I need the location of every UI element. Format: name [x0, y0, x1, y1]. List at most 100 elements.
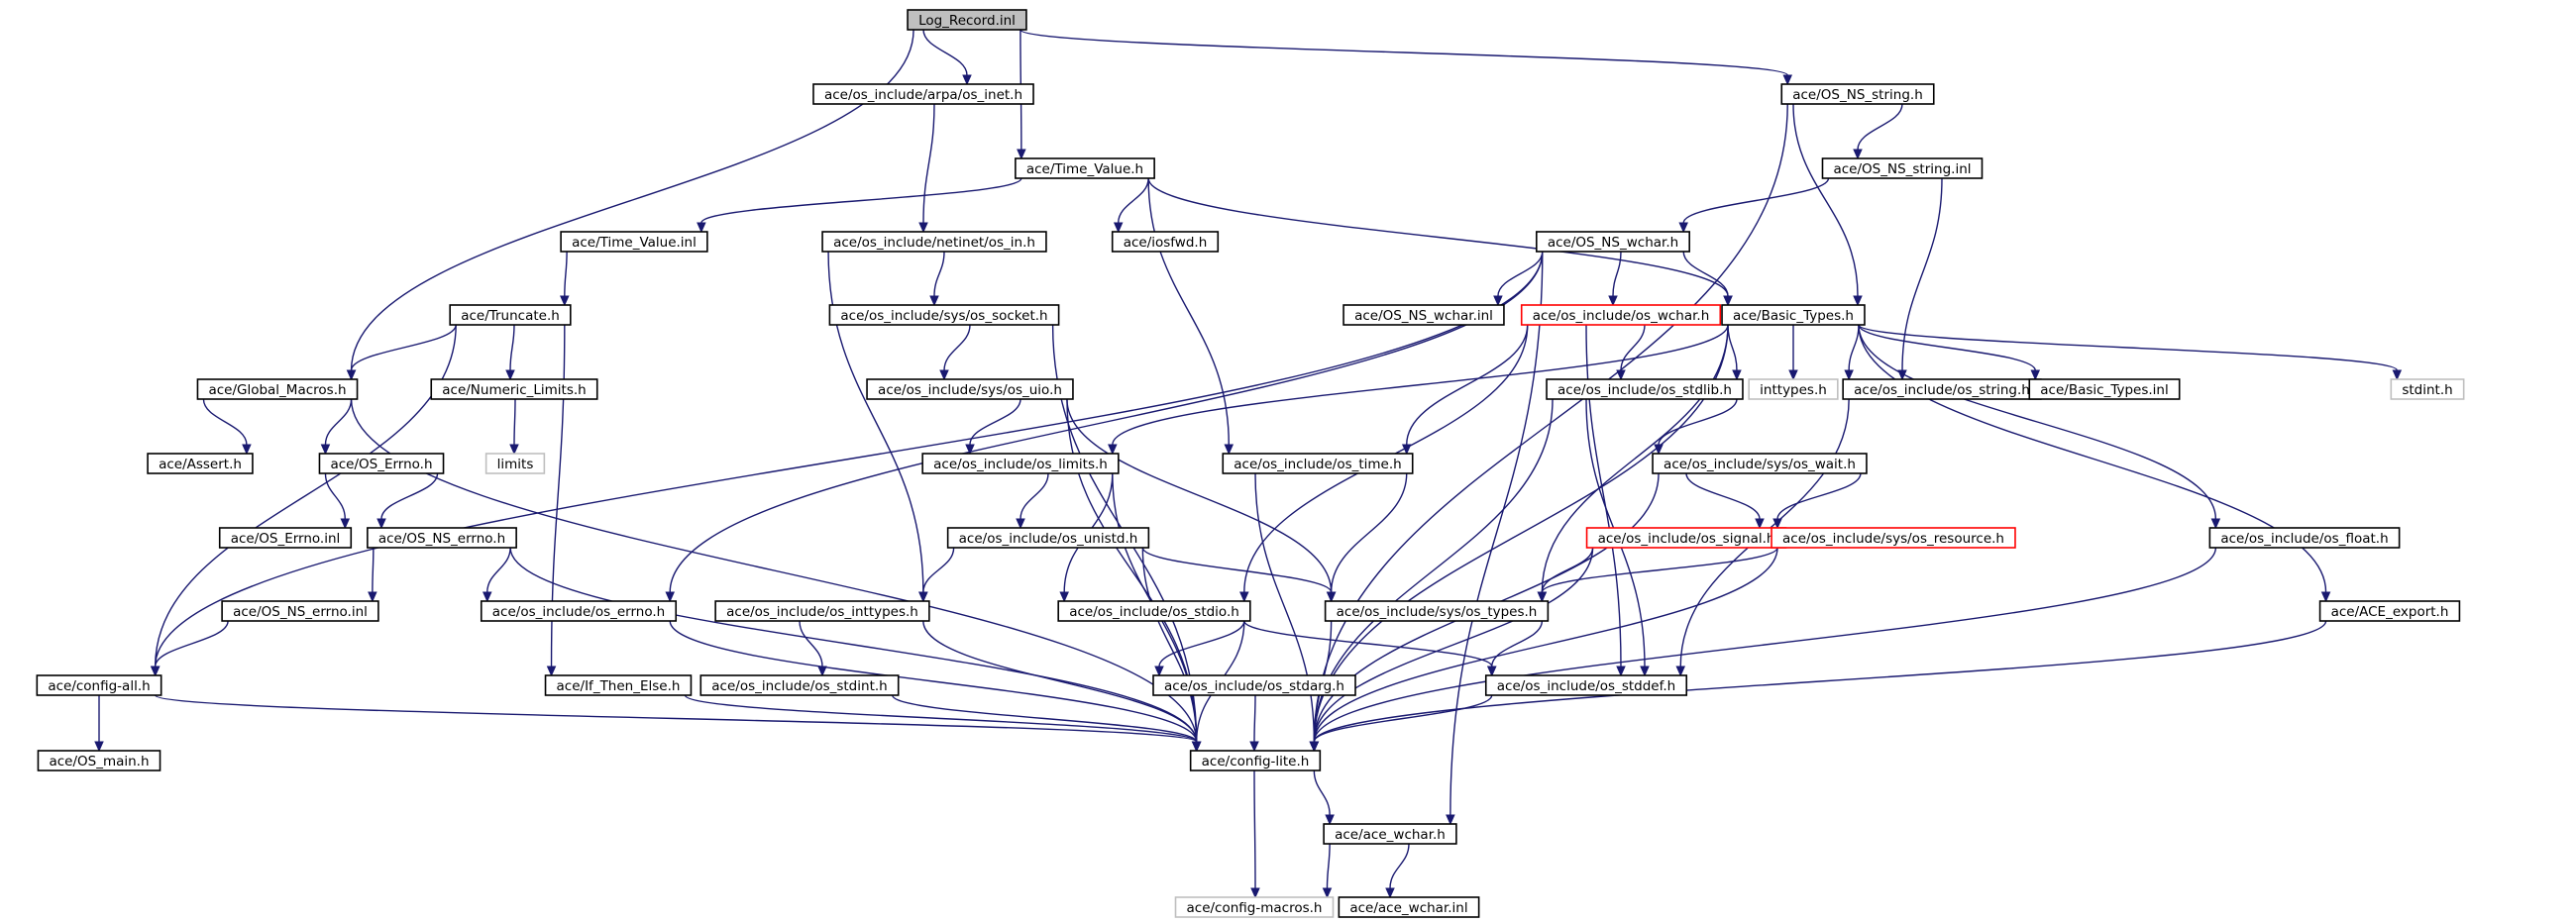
- node-label: ace/config-macros.h: [1187, 900, 1323, 916]
- edge: [1118, 177, 1149, 224]
- node-label: ace/Basic_Types.h: [1733, 308, 1854, 324]
- node-osstdarg[interactable]: ace/os_include/os_stdarg.h: [1152, 674, 1356, 696]
- edge: [350, 324, 457, 371]
- edge-arrowhead: [2392, 369, 2403, 381]
- node-label: ace/ace_wchar.h: [1335, 827, 1446, 843]
- node-numlimits[interactable]: ace/Numeric_Limits.h: [430, 378, 598, 400]
- node-truncate[interactable]: ace/Truncate.h: [449, 304, 572, 326]
- edge: [1254, 472, 1316, 743]
- node-iosfwd[interactable]: ace/iosfwd.h: [1111, 231, 1220, 253]
- node-basictypesinl[interactable]: ace/Basic_Types.inl: [2028, 378, 2181, 400]
- node-assert[interactable]: ace/Assert.h: [147, 453, 254, 474]
- node-box: [1152, 674, 1356, 696]
- node-aceexport[interactable]: ace/ACE_export.h: [2318, 600, 2461, 622]
- edge: [1141, 547, 1198, 743]
- node-box: [480, 600, 678, 622]
- edge: [700, 177, 1022, 224]
- node-limits[interactable]: limits: [484, 453, 546, 474]
- edge: [1313, 620, 2327, 743]
- node-syssocket[interactable]: ace/os_include/sys/os_socket.h: [828, 304, 1060, 326]
- node-configmacros[interactable]: ace/config-macros.h: [1174, 896, 1335, 918]
- node-box: [1546, 378, 1744, 400]
- edge: [202, 398, 248, 446]
- node-label: ace/OS_main.h: [49, 754, 149, 770]
- node-inttypes[interactable]: inttypes.h: [1748, 378, 1839, 400]
- node-ostime[interactable]: ace/os_include/os_time.h: [1222, 453, 1414, 474]
- node-label: ace/os_include/sys/os_types.h: [1337, 604, 1538, 620]
- node-timevalueinl[interactable]: ace/Time_Value.inl: [560, 231, 708, 253]
- node-osinttypes[interactable]: ace/os_include/os_inttypes.h: [714, 600, 930, 622]
- node-osunistd[interactable]: ace/os_include/os_unistd.h: [946, 527, 1150, 549]
- node-netin[interactable]: ace/os_include/netinet/os_in.h: [821, 231, 1047, 253]
- node-label: ace/os_include/os_string.h: [1854, 382, 2030, 398]
- node-label: ace/Truncate.h: [461, 308, 560, 324]
- node-nswchar[interactable]: ace/OS_NS_wchar.h: [1536, 231, 1690, 253]
- node-box: [1342, 304, 1505, 326]
- node-osmain[interactable]: ace/OS_main.h: [37, 750, 161, 771]
- edge-arrowhead: [150, 666, 161, 677]
- node-nsstring[interactable]: ace/OS_NS_string.h: [1780, 83, 1935, 105]
- node-label: ace/os_include/os_stdlib.h: [1557, 382, 1732, 398]
- node-box: [1652, 453, 1868, 474]
- node-arpa[interactable]: ace/os_include/arpa/os_inet.h: [812, 83, 1034, 105]
- node-label: ace/os_include/arpa/os_inet.h: [824, 87, 1022, 103]
- node-box: [1222, 453, 1414, 474]
- edge-arrowhead: [2030, 369, 2041, 381]
- node-osstring[interactable]: ace/os_include/os_string.h: [1842, 378, 2042, 400]
- node-oslimits[interactable]: ace/os_include/os_limits.h: [921, 453, 1120, 474]
- node-osstdint[interactable]: ace/os_include/os_stdint.h: [699, 674, 900, 696]
- edge-arrowhead: [1191, 741, 1202, 753]
- edge-arrowhead: [1446, 814, 1455, 826]
- node-oswchar[interactable]: ace/os_include/os_wchar.h: [1520, 304, 1722, 326]
- edge-arrowhead: [509, 444, 519, 456]
- node-osfloat[interactable]: ace/os_include/os_float.h: [2208, 527, 2401, 549]
- node-sysuio[interactable]: ace/os_include/sys/os_uio.h: [866, 378, 1074, 400]
- edge-arrowhead: [1017, 149, 1026, 160]
- node-oserrnoinl[interactable]: ace/OS_Errno.inl: [218, 527, 353, 549]
- node-globalmacros[interactable]: ace/Global_Macros.h: [196, 378, 359, 400]
- node-stdint[interactable]: stdint.h: [2390, 378, 2465, 400]
- node-box: [318, 453, 445, 474]
- node-oserrno[interactable]: ace/OS_Errno.h: [318, 453, 445, 474]
- node-label: limits: [497, 457, 534, 472]
- edge: [943, 324, 971, 371]
- edge: [1541, 547, 1594, 593]
- edge-arrowhead: [1493, 295, 1503, 307]
- edge: [1406, 324, 1529, 446]
- node-osnserrno[interactable]: ace/OS_NS_errno.h: [367, 527, 517, 549]
- edge-arrowhead: [1325, 814, 1335, 826]
- node-timevalue[interactable]: ace/Time_Value.h: [1015, 157, 1155, 179]
- edge-arrowhead: [1250, 887, 1260, 899]
- node-nswcharinl[interactable]: ace/OS_NS_wchar.inl: [1342, 304, 1505, 326]
- edge: [1727, 324, 1738, 371]
- node-box: [821, 231, 1047, 253]
- node-acewchar[interactable]: ace/ace_wchar.h: [1323, 823, 1457, 845]
- node-box: [2208, 527, 2401, 549]
- edge: [969, 398, 1021, 446]
- edge: [1776, 472, 1862, 520]
- node-syswait[interactable]: ace/os_include/sys/os_wait.h: [1652, 453, 1868, 474]
- edge-arrowhead: [665, 591, 675, 603]
- node-sysresource[interactable]: ace/os_include/sys/os_resource.h: [1771, 527, 2016, 549]
- node-acewcharinl[interactable]: ace/ace_wchar.inl: [1338, 896, 1480, 918]
- edge: [1858, 324, 2036, 371]
- node-osstddef[interactable]: ace/os_include/os_stddef.h: [1484, 674, 1688, 696]
- node-ossignal[interactable]: ace/os_include/os_signal.h: [1585, 527, 1787, 549]
- node-box: [907, 9, 1027, 31]
- edge: [1858, 324, 2399, 371]
- node-osstdio[interactable]: ace/os_include/os_stdio.h: [1057, 600, 1251, 622]
- edge-arrowhead: [94, 741, 104, 753]
- edge: [1313, 694, 1493, 743]
- edge: [154, 251, 1544, 667]
- node-osnserrnoinl[interactable]: ace/OS_NS_errno.inl: [221, 600, 379, 622]
- node-nsstringinl[interactable]: ace/OS_NS_string.inl: [1821, 157, 1984, 179]
- node-oststdlib[interactable]: ace/os_include/os_stdlib.h: [1546, 378, 1744, 400]
- edge-arrowhead: [918, 222, 928, 234]
- node-basictypes[interactable]: ace/Basic_Types.h: [1721, 304, 1866, 326]
- node-configlite[interactable]: ace/config-lite.h: [1189, 750, 1322, 771]
- node-systypes[interactable]: ace/os_include/sys/os_types.h: [1324, 600, 1550, 622]
- node-ifthenelse[interactable]: ace/If_Then_Else.h: [544, 674, 693, 696]
- node-label: ace/Assert.h: [159, 457, 242, 472]
- node-oserrnoh[interactable]: ace/os_include/os_errno.h: [480, 600, 678, 622]
- node-configall[interactable]: ace/config-all.h: [36, 674, 162, 696]
